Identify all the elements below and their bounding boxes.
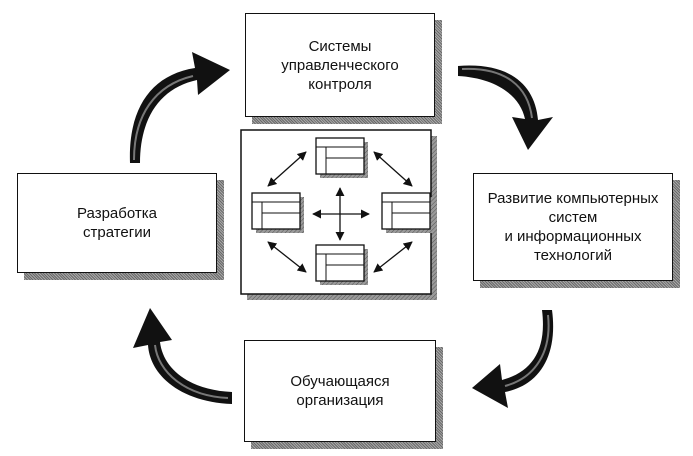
box-strategy-development: Разработка стратегии [17,173,217,273]
arrow-diag-bottom-right [373,241,413,273]
box-learning-organization-label: Обучающаяся организация [290,373,390,409]
box-management-control: Системы управленческого контроля [245,13,435,117]
curved-arrow-left-top [129,52,230,163]
window-icon-left [251,192,304,233]
window-icon-bottom [315,244,368,285]
arrow-diag-bottom-left [267,241,307,273]
box-strategy-development-label: Разработка стратегии [77,205,157,241]
curved-arrow-bottom-left [133,308,232,404]
box-it-development-label: Развитие компьютерных систем и информаци… [487,190,659,264]
window-icon-right [381,192,434,233]
arrow-diag-top-left [267,151,307,187]
curved-arrow-right-bottom [472,310,554,408]
box-learning-organization: Обучающаяся организация [244,340,436,442]
arrow-diag-top-right [373,151,413,187]
box-management-control-label: Системы управленческого контроля [281,37,399,93]
curved-arrow-top-right [458,65,553,150]
box-it-development: Развитие компьютерных систем и информаци… [473,173,673,281]
window-icon-top [315,137,368,178]
